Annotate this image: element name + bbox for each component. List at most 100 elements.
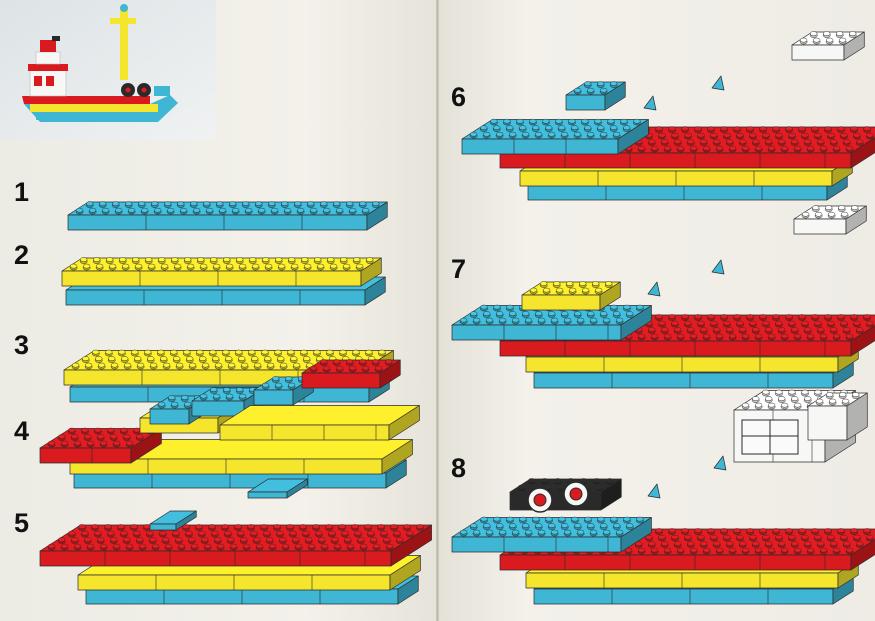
brick-stud-top [840, 320, 848, 326]
brick-stud-top [780, 145, 789, 151]
brick-stud-top [840, 132, 848, 138]
tile-triangle [711, 259, 725, 275]
brick-stud-top [346, 359, 354, 364]
brick-stud-top [839, 392, 847, 397]
brick-stud-top [707, 314, 715, 319]
brick-stud-top [403, 524, 411, 529]
brick-stud-top [266, 362, 275, 368]
brick-stud-top [508, 131, 517, 137]
brick-stud-top [793, 333, 802, 339]
brick-stud-top [814, 211, 823, 217]
brick-stud-top [406, 530, 414, 536]
brick-stud-top [190, 201, 198, 207]
brick-stud-top [655, 314, 663, 319]
brick-stud-top [244, 207, 253, 213]
brick-stud-top [545, 125, 553, 131]
brick-stud-top [340, 257, 348, 262]
brick-stud-top [584, 81, 592, 87]
brick-stud-top [184, 257, 192, 262]
brick-stud-top [125, 543, 134, 549]
brick-stud-top [365, 349, 373, 355]
brick-stud-top [509, 523, 517, 528]
brick-stud-top [485, 317, 494, 323]
brick-stud-top [346, 543, 355, 549]
brick-front [499, 340, 852, 357]
brick-stud-top [71, 537, 79, 542]
brick-stud-top [754, 333, 763, 339]
brick-stud-top [684, 534, 692, 540]
brick-stud-top [707, 528, 715, 533]
brick-stud-top [309, 365, 318, 371]
brick-side [600, 478, 622, 511]
brick-stud-top [296, 207, 305, 213]
brick-front [191, 400, 245, 417]
brick-stud-top [775, 132, 783, 138]
brick-stud-top [470, 523, 478, 528]
brick-stud-top [586, 87, 595, 93]
brick-stud-top [212, 263, 221, 269]
brick-stud-top [765, 396, 773, 401]
brick-stud-top [746, 314, 754, 319]
brick-stud-top [286, 524, 294, 529]
brick-stud-top [175, 362, 184, 368]
brick-stud-top [815, 398, 824, 404]
brick-stud-top [359, 543, 368, 549]
brick-stud-top [571, 125, 579, 131]
brick-stud-top [60, 543, 69, 549]
brick-stud-top [183, 401, 192, 407]
brick-front [39, 550, 392, 567]
brick-stud-top [305, 537, 313, 542]
brick-stud-top [144, 349, 152, 355]
brick-stud-top [788, 534, 796, 540]
brick-stud-top [99, 543, 108, 549]
brick-stud-top [798, 126, 806, 132]
brick-stud-top [95, 263, 104, 269]
brick-stud-top [537, 317, 546, 323]
brick-stud-top [255, 201, 263, 207]
brick-stud-top [249, 257, 257, 262]
brick-stud-top [568, 118, 576, 124]
brick-stud-top [615, 317, 624, 323]
brick-stud-top [817, 139, 825, 145]
step-number-7: 7 [451, 254, 467, 284]
step-number-1: 1 [14, 177, 30, 207]
brick-stud-top [224, 530, 232, 536]
brick-stud-top [529, 118, 537, 124]
brick-stud-top [134, 263, 143, 269]
brick-stud-top [767, 547, 776, 553]
brick-stud-top [188, 537, 196, 542]
brick-stud-top [793, 402, 802, 408]
brick-stud-top [506, 304, 514, 310]
brick-stud-top [333, 359, 341, 364]
brick-stud-top [778, 396, 786, 401]
brick-side [850, 325, 875, 357]
brick-stud-top [726, 139, 734, 145]
brick-stud-top [73, 543, 82, 549]
brick-stud-top [845, 145, 854, 151]
brick-stud-top [684, 320, 692, 326]
brick-stud-top [866, 320, 874, 326]
brick-side [617, 119, 649, 155]
brick-stud-top [201, 362, 210, 368]
brick-stud-top [99, 201, 107, 207]
brick-stud-top [338, 524, 346, 529]
brick-stud-top [274, 349, 282, 355]
brick-stud-top [648, 327, 656, 332]
brick-stud-top [837, 314, 845, 319]
brick-stud-top [272, 376, 280, 381]
brick-stud-top [108, 356, 116, 361]
brick-stud-top [610, 516, 618, 522]
brick-stud-top [119, 257, 127, 262]
brick-stud-top [511, 529, 520, 535]
brick-stud-top [186, 263, 195, 269]
step-number-6: 6 [451, 82, 467, 112]
brick-stud-top [173, 356, 181, 361]
brick-stud-top [385, 543, 394, 549]
brick-stud-top [496, 523, 504, 528]
brick-stud-top [264, 263, 273, 269]
brick-stud-top [168, 395, 176, 400]
brick-stud-top [752, 541, 760, 546]
brick-stud-top [759, 126, 767, 132]
brick-stud-top [856, 139, 864, 145]
